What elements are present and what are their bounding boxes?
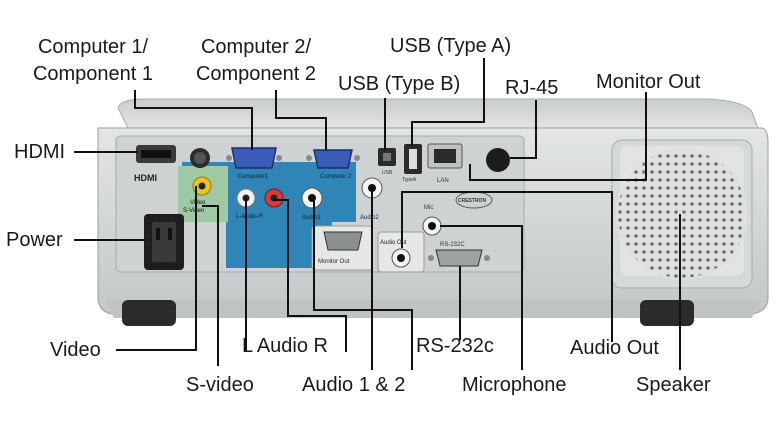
- label-computer2-line1: Computer 2/: [200, 36, 312, 58]
- computer2-panel-text: Computer 2: [320, 174, 352, 180]
- label-usb-a: USB (Type A): [390, 35, 512, 57]
- monitor-out-panel-text: Monitor Out: [318, 259, 350, 265]
- usb-a-port: TypeA: [402, 144, 422, 183]
- label-rj45: RJ-45: [505, 77, 559, 99]
- mic-panel-text: Mic: [424, 205, 433, 211]
- label-s-video: S-video: [186, 374, 254, 396]
- hdmi-port: HDMI: [134, 145, 176, 183]
- computer1-vga-port: Computer1: [226, 147, 282, 180]
- label-microphone: Microphone: [462, 374, 567, 396]
- l-audio-r-panel-text: L-Audio-R: [236, 214, 264, 220]
- audio2-panel-text: Audio2: [360, 215, 379, 221]
- s-video-port: S-Video: [183, 148, 210, 214]
- label-video: Video: [50, 339, 101, 361]
- label-computer2: Computer 2/ Component 2: [176, 34, 336, 88]
- computer2-vga-port: Computer 2: [306, 149, 360, 180]
- hdmi-panel-text: HDMI: [134, 173, 157, 183]
- label-computer1-line2: Component 1: [32, 63, 154, 85]
- rs232c-port: RS-232C: [428, 242, 490, 267]
- audio1-jack: Audio1: [301, 187, 323, 221]
- mic-jack: Mic: [422, 205, 442, 236]
- s-video-panel-text: S-Video: [183, 208, 205, 214]
- lan-panel-text: LAN: [437, 178, 449, 184]
- label-speaker: Speaker: [636, 374, 711, 396]
- crestron-panel-text: CRESTRON: [458, 198, 486, 204]
- label-monitor-out: Monitor Out: [596, 71, 701, 93]
- usb-b-port: USB: [378, 148, 396, 176]
- label-audio-1-2: Audio 1 & 2: [302, 374, 406, 396]
- power-inlet: [144, 214, 184, 270]
- label-computer1: Computer 1/ Component 1: [18, 34, 168, 88]
- speaker-grille: [616, 148, 748, 280]
- label-usb-b: USB (Type B): [338, 73, 461, 95]
- video-port: Video: [190, 176, 212, 206]
- usb-a-panel-text: TypeA: [402, 177, 417, 183]
- audio-out-jack: Audio Out: [377, 231, 425, 273]
- rs232c-panel-text: RS-232C: [440, 242, 465, 248]
- left-foot: [122, 300, 176, 326]
- audio1-panel-text: Audio1: [302, 215, 321, 221]
- computer1-panel-text: Computer1: [238, 174, 268, 180]
- audio-out-panel-text: Audio Out: [380, 240, 407, 246]
- label-computer2-line2: Component 2: [195, 63, 317, 85]
- lan-port: LAN: [427, 143, 463, 184]
- leader-lines: [74, 58, 681, 370]
- usb-b-panel-text: USB: [382, 170, 393, 176]
- video-panel-text: Video: [190, 200, 206, 206]
- right-foot: [640, 300, 694, 326]
- label-rs232c: RS-232c: [416, 335, 494, 357]
- label-l-audio-r: L Audio R: [242, 335, 328, 357]
- label-power: Power: [6, 229, 63, 251]
- rj45-security-dot: [486, 148, 510, 172]
- monitor-out-vga-port: Monitor Out: [311, 225, 373, 271]
- label-hdmi: HDMI: [14, 141, 66, 163]
- label-computer1-line1: Computer 1/: [37, 36, 149, 58]
- label-audio-out: Audio Out: [570, 337, 659, 359]
